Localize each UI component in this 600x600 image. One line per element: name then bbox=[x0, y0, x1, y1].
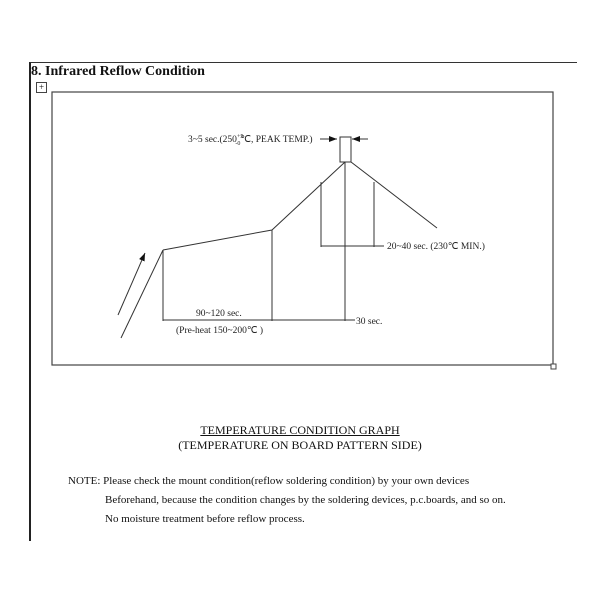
caption-title: TEMPERATURE CONDITION GRAPH bbox=[200, 423, 400, 437]
note-line-3: No moisture treatment before reflow proc… bbox=[105, 513, 305, 525]
note-line-1: NOTE: Please check the mount condition(r… bbox=[68, 475, 470, 487]
direction-arrow bbox=[117, 252, 146, 316]
table-move-handle-icon[interactable]: + bbox=[36, 82, 47, 93]
peak-label: 3~5 sec.(250+5-0℃, PEAK TEMP.) bbox=[188, 134, 313, 147]
caption-subtitle: (TEMPERATURE ON BOARD PATTERN SIDE) bbox=[178, 438, 422, 452]
page-border bbox=[29, 62, 577, 541]
above-min-label: 20~40 sec. (230℃ MIN.) bbox=[387, 241, 485, 252]
note-line-2: Beforehand, because the condition change… bbox=[105, 494, 506, 506]
peak-box bbox=[339, 136, 352, 163]
graph-frame bbox=[51, 91, 554, 366]
ramp-line bbox=[120, 249, 164, 339]
ramp-time-label: 30 sec. bbox=[356, 317, 382, 327]
section-heading: 8. Infrared Reflow Condition bbox=[31, 64, 205, 79]
temperature-profile bbox=[162, 161, 438, 251]
preheat-temp-label: (Pre-heat 150~200℃ ) bbox=[176, 325, 263, 336]
preheat-time-label: 90~120 sec. bbox=[196, 309, 242, 319]
resize-handle bbox=[550, 363, 557, 370]
